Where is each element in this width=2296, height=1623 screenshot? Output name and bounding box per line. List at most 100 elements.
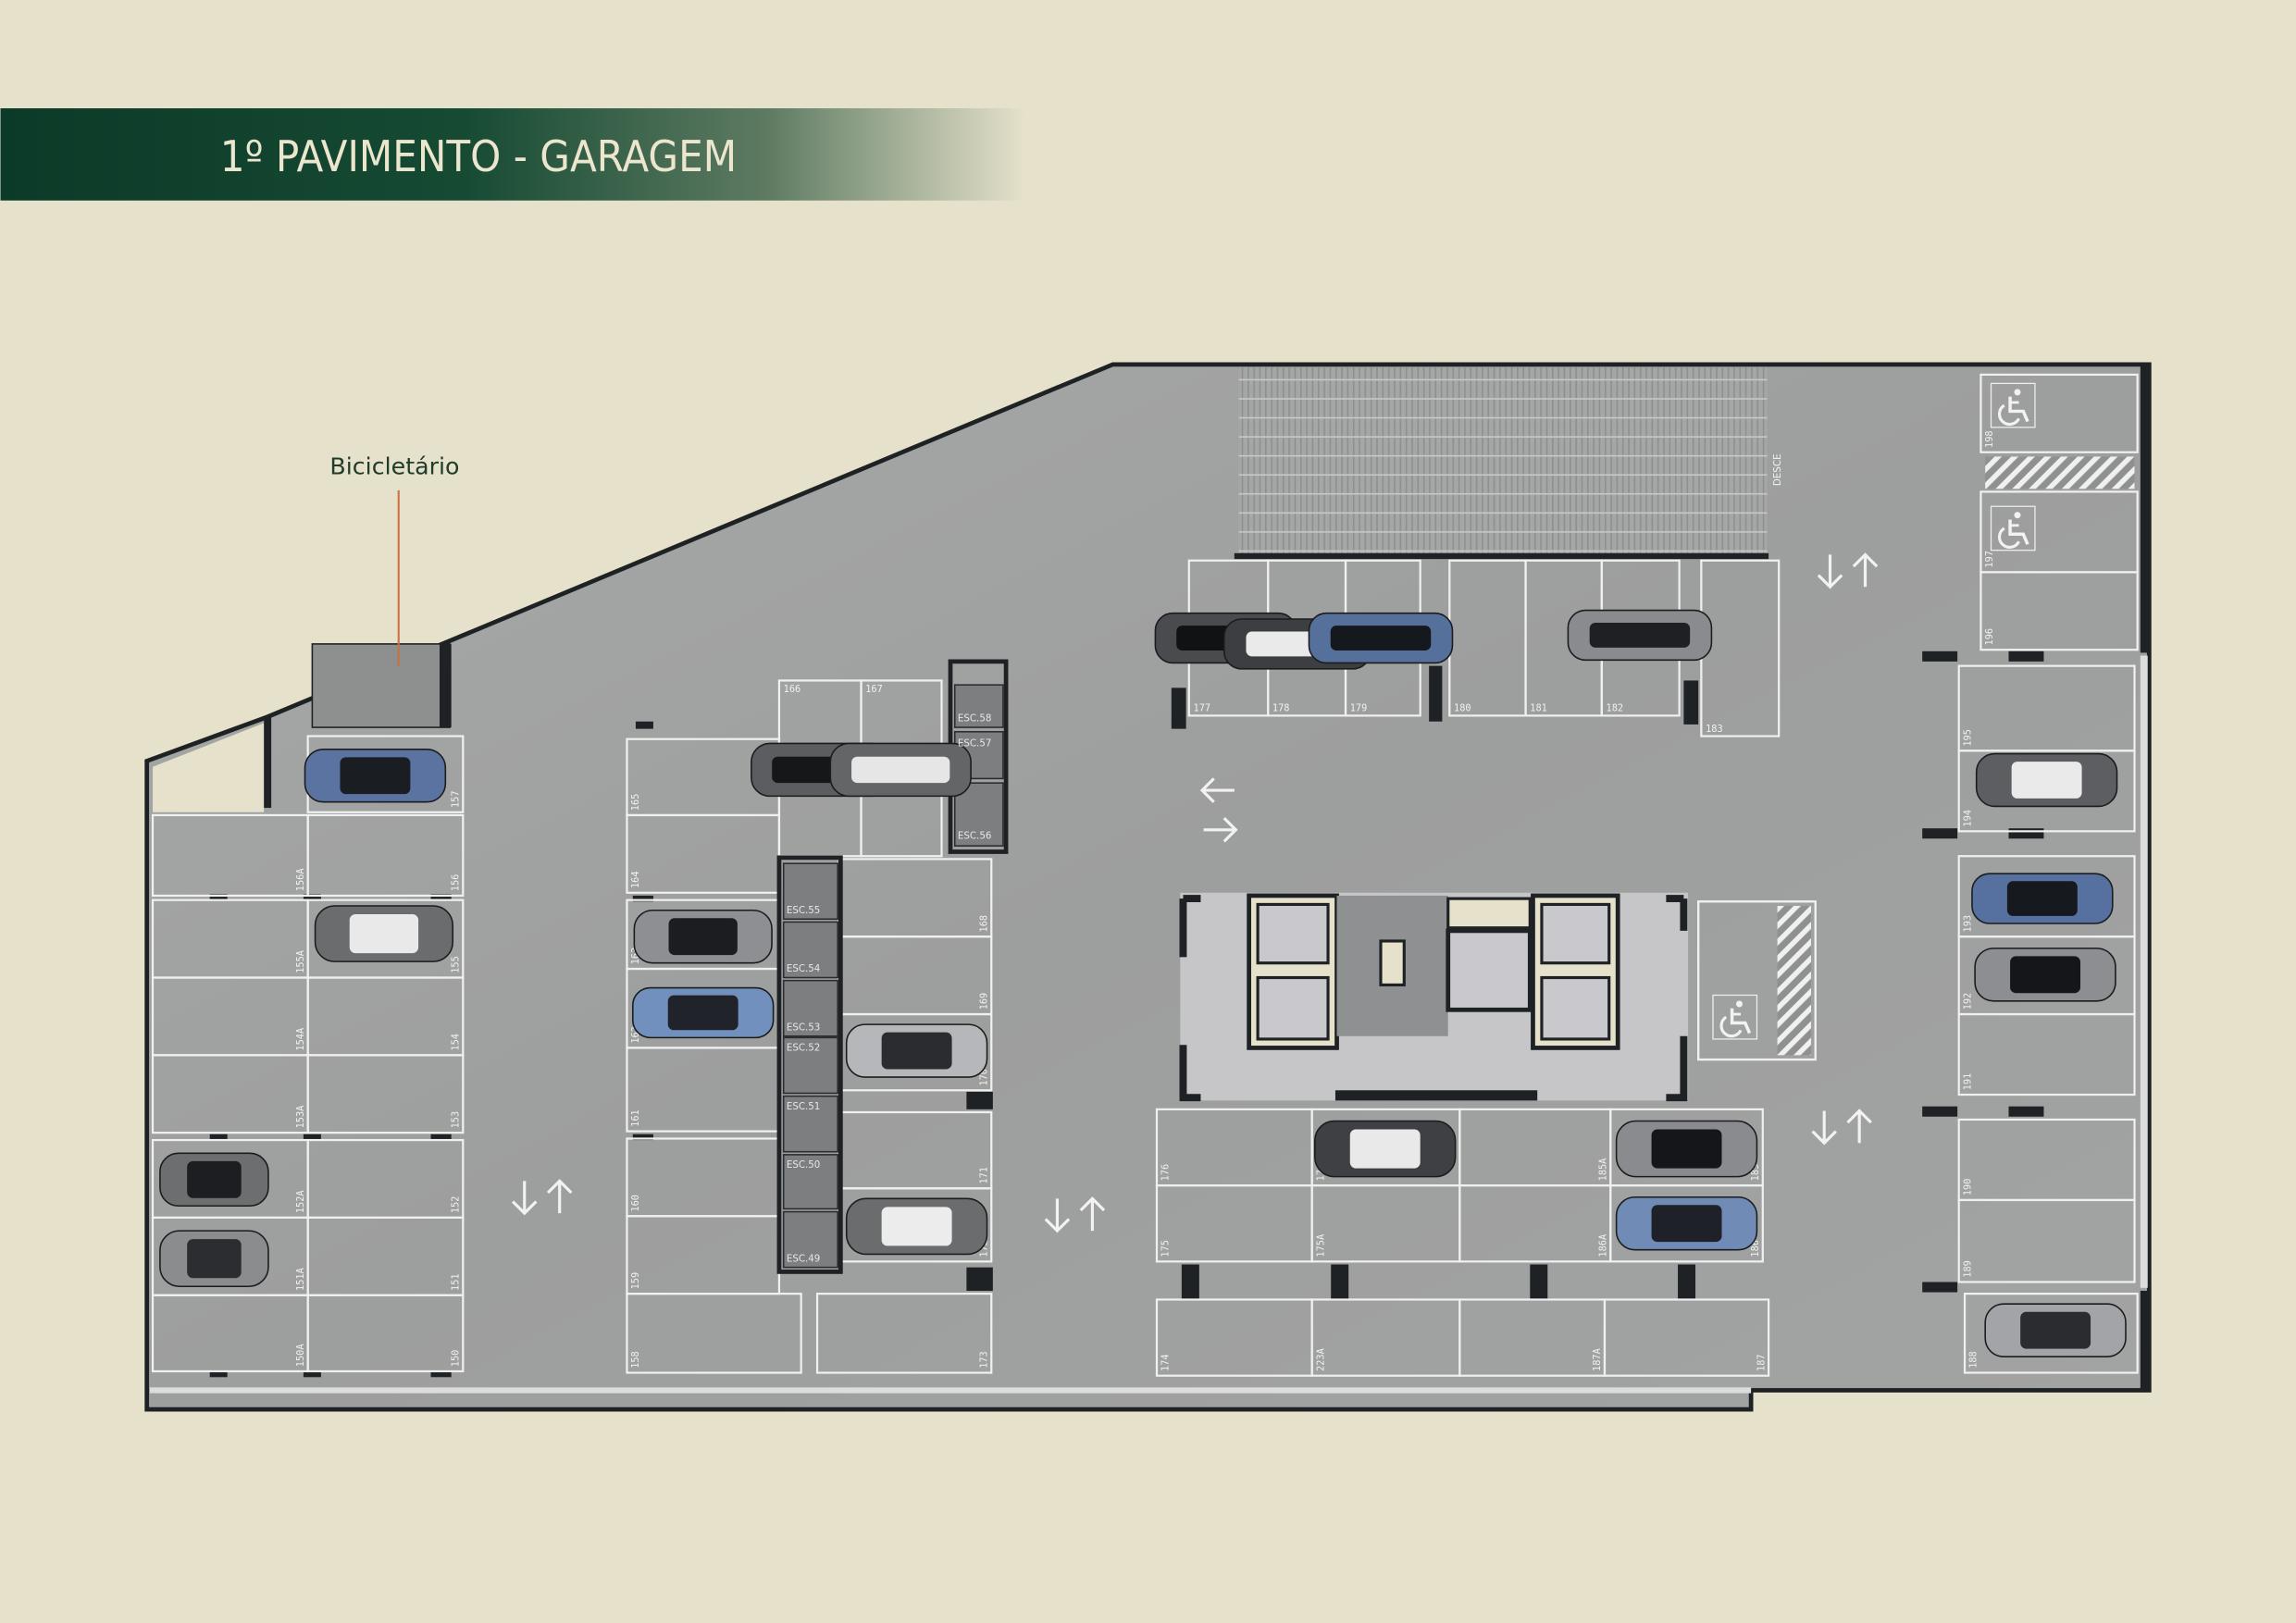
spot-number: 182	[1607, 703, 1624, 714]
spot-number: 175	[1160, 1240, 1172, 1258]
storage-unit	[782, 979, 838, 1037]
parking-spot: 155A	[151, 898, 309, 979]
spot-number: 158	[630, 1351, 641, 1369]
pillar	[1678, 1264, 1696, 1300]
two-way-traffic-arrows-icon	[1199, 777, 1238, 843]
parking-spot: 193	[1957, 855, 2136, 938]
spot-number: 153	[451, 1111, 462, 1129]
car	[1975, 752, 2118, 808]
bike-storage-callout: Bicicletário	[329, 452, 460, 666]
pillar	[1922, 650, 1958, 662]
car	[1984, 1303, 2127, 1357]
spot-number: 187	[1756, 1354, 1767, 1371]
spot-number: 188	[1968, 1351, 1980, 1369]
car	[1314, 1120, 1457, 1178]
pillar	[1429, 665, 1443, 722]
car	[304, 748, 447, 803]
spot-number: 187A	[1592, 1348, 1603, 1371]
storage-unit	[953, 684, 1004, 728]
pillar	[209, 894, 228, 900]
parking-spot: 197	[1980, 490, 2139, 574]
spot-number: 186A	[1598, 1234, 1609, 1258]
spot-number: 167	[865, 684, 883, 695]
spot-number: 192	[1962, 993, 1973, 1010]
spot-number: 174	[1160, 1354, 1172, 1371]
car	[845, 1197, 988, 1256]
spot-number: 173	[979, 1351, 990, 1369]
car	[159, 1152, 269, 1208]
spot-number: 190	[1962, 1179, 1973, 1196]
spot-number: 196	[1984, 628, 1995, 646]
storage-unit-label: ESC.55	[787, 905, 821, 916]
pillar	[2140, 365, 2150, 653]
pillar	[632, 1134, 653, 1141]
car	[1615, 1120, 1758, 1178]
pillar	[209, 1134, 228, 1141]
storage-unit	[782, 1095, 838, 1153]
spot-number: 156	[451, 874, 462, 892]
two-way-traffic-arrows-icon	[511, 1179, 573, 1216]
parking-spot: 186A	[1458, 1183, 1612, 1263]
spot-number: 168	[979, 915, 990, 933]
spot-number: 194	[1962, 810, 1973, 827]
parking-spot: 187A	[1458, 1298, 1607, 1377]
pillar	[635, 721, 653, 729]
storage-unit-labels: ESC.49ESC.50ESC.51ESC.52ESC.53ESC.54ESC.…	[787, 713, 992, 1265]
spot-number: 181	[1530, 703, 1547, 714]
pillar	[430, 1370, 452, 1378]
spot-number: 169	[979, 993, 990, 1010]
spot-number: 176	[1160, 1164, 1172, 1182]
car	[1974, 948, 2116, 1002]
pillar	[966, 1267, 993, 1291]
garage-slab	[144, 362, 2152, 1412]
car	[314, 905, 454, 962]
spot-number: 151A	[295, 1268, 306, 1291]
car	[159, 1230, 269, 1288]
pillar	[430, 1134, 452, 1141]
storage-unit	[782, 1210, 838, 1269]
parking-spot: 198	[1980, 373, 2139, 453]
pillars	[209, 365, 2150, 1391]
spot-number: 151	[451, 1273, 462, 1291]
pillar	[1171, 688, 1186, 729]
spot-number: 150	[451, 1350, 462, 1368]
pillar	[632, 895, 653, 902]
pillar	[303, 1370, 321, 1378]
storage-unit-label: ESC.51	[787, 1101, 821, 1112]
pillar	[1922, 828, 1958, 839]
parking-spots: 150150A151151A152152A153153A154154A15515…	[151, 373, 2139, 1377]
pillar	[303, 894, 321, 900]
storage-unit-label: ESC.52	[787, 1043, 821, 1054]
parking-spot: 195	[1957, 664, 2136, 752]
pillar	[2008, 650, 2044, 662]
storage-unit-label: ESC.49	[787, 1253, 821, 1264]
car	[829, 742, 972, 798]
pillar	[2008, 1106, 2044, 1117]
car	[631, 986, 775, 1039]
ramp: DESCE	[1234, 366, 1783, 560]
car	[633, 909, 773, 964]
car	[1615, 1196, 1758, 1251]
cutout-area	[153, 723, 265, 812]
spot-number: 177	[1194, 703, 1211, 714]
spot-number: 150A	[295, 1344, 306, 1367]
pillar	[264, 716, 272, 809]
title-band: 1º PAVIMENTO - GARAGEM	[0, 108, 1025, 201]
pillar	[1530, 1264, 1548, 1300]
parking-spot: 173	[815, 1293, 993, 1374]
two-way-traffic-arrows-icon	[1817, 552, 1879, 589]
spot-number: 153A	[295, 1106, 306, 1129]
pillar	[1922, 1282, 1958, 1293]
spot-number: 185A	[1598, 1158, 1609, 1182]
storage-unit-label: ESC.54	[787, 963, 821, 974]
spot-number: 178	[1272, 703, 1290, 714]
spot-number: 179	[1350, 703, 1368, 714]
spot-number: 157	[451, 790, 462, 808]
spot-number: 193	[1962, 915, 1973, 933]
spot-number: 160	[630, 1195, 641, 1212]
spot-number: 154	[451, 1034, 462, 1051]
accessible-zone	[1985, 381, 2135, 552]
bike-storage-label: Bicicletário	[329, 452, 459, 479]
two-way-traffic-arrows-icon	[1811, 1109, 1872, 1146]
